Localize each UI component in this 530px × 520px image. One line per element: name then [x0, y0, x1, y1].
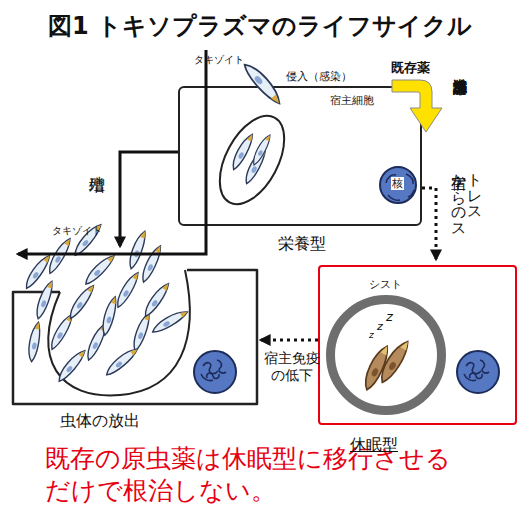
tachyzoite: [22, 253, 52, 291]
vacuole: [207, 105, 298, 214]
nucleus: [194, 351, 236, 393]
cyst-circle-outline: [326, 295, 446, 415]
tachyzoite: [103, 345, 139, 378]
tachyzoite: [47, 312, 75, 351]
flow-arrow: [18, 50, 206, 254]
nucleus-circle-shape: [380, 167, 416, 203]
flow-arrow: [120, 152, 178, 246]
host-cell-box: 宿主細胞栄養型核: [178, 86, 422, 226]
tachyzoite: [141, 281, 171, 319]
dormant-box: 休眠型シスト: [318, 265, 517, 425]
stage-label: 休眠型: [350, 435, 398, 454]
part-name: タキゾイト: [194, 54, 244, 66]
tachyzoite: [139, 244, 164, 284]
nucleus-label: 核: [391, 177, 404, 190]
cyst-label: シスト: [326, 278, 446, 291]
drug-arrow: [392, 80, 442, 132]
tachyzoite: [82, 252, 117, 287]
vacuole-burst: [48, 270, 190, 395]
tachyzoite: [126, 229, 148, 270]
bradyzoite: [360, 343, 392, 392]
tachyzoite: [66, 283, 96, 321]
release-box-outline: [12, 268, 258, 405]
edge-label: 宿主からのストレス: [450, 163, 483, 241]
nucleus-circle: 核: [379, 166, 417, 204]
tachyzoite: [100, 295, 119, 336]
stage-label: 虫体の放出: [60, 411, 140, 430]
bradyzoite: [376, 338, 412, 385]
drug-label: 既存薬: [391, 60, 430, 76]
tachyzoite: [45, 236, 73, 275]
nucleus: [457, 351, 499, 393]
cyst-circle: シスト: [326, 295, 446, 415]
release-box-shape: [13, 270, 257, 404]
tachyzoite: [250, 133, 273, 167]
cyst-circle-shape: [330, 299, 441, 410]
release-box: 虫体の放出: [12, 268, 258, 405]
host-cell-label: 宿主細胞: [330, 94, 374, 107]
tachyzoite: [71, 221, 104, 257]
tachyzoite: [242, 146, 269, 186]
tachyzoite: [150, 307, 189, 335]
tachyzoite: [229, 132, 256, 172]
chromatin: [464, 360, 489, 381]
tachyzoite: [241, 60, 284, 106]
tachyzoite: [113, 270, 141, 309]
stage-label: 栄養型: [180, 234, 424, 253]
tachyzoite: [84, 322, 109, 362]
figure-title: 図1 トキソプラズマのライフサイクル: [48, 12, 472, 41]
sleep-mark: z: [386, 309, 393, 325]
edge-label: 宿主免疫の低下: [262, 350, 322, 384]
tachyzoite: [130, 311, 152, 352]
chromatin: [201, 360, 226, 381]
tachyzoite: [33, 279, 55, 320]
dotted-arrow: [422, 188, 436, 259]
part-name: タキゾイト: [52, 225, 102, 237]
chromatin: [386, 174, 414, 200]
tachyzoite: [55, 347, 88, 383]
tachyzoite: [26, 321, 42, 362]
annotation: 侵入（感染）: [286, 70, 352, 83]
sleep-mark: z: [377, 320, 383, 333]
dotted-arrow: [261, 339, 318, 342]
sleep-mark: z: [369, 330, 374, 341]
